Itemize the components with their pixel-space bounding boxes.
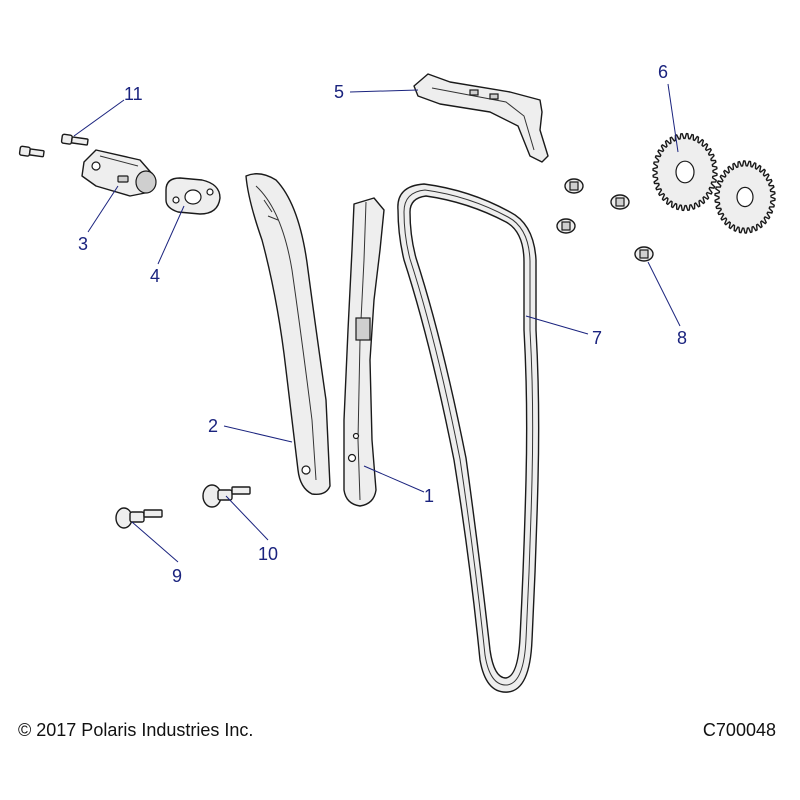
drawing-number: C700048 bbox=[702, 720, 776, 740]
callout-11: 11 bbox=[124, 84, 143, 104]
leader-lines bbox=[73, 83, 681, 563]
sprocket-hub bbox=[675, 160, 695, 184]
part-10-bolt bbox=[202, 484, 251, 508]
part-6-sprockets bbox=[652, 132, 776, 234]
callout-8: 8 bbox=[677, 328, 687, 348]
copyright-notice: © 2017 Polaris Industries Inc. bbox=[18, 720, 254, 740]
callout-2: 2 bbox=[208, 416, 218, 436]
callout-9: 9 bbox=[172, 566, 182, 586]
part-1-chain-guide bbox=[343, 197, 385, 507]
part-2-tensioner-guide bbox=[245, 173, 331, 496]
part-9-bolt bbox=[115, 507, 163, 529]
part-3-tensioner bbox=[81, 149, 157, 197]
part-8-bolts bbox=[556, 178, 654, 262]
callout-5: 5 bbox=[334, 82, 344, 102]
part-11-bolts bbox=[18, 133, 89, 158]
callout-10: 10 bbox=[258, 544, 278, 564]
sprocket-hub bbox=[736, 186, 754, 208]
part-4-gasket bbox=[165, 177, 221, 215]
callout-1: 1 bbox=[424, 486, 434, 506]
callout-3: 3 bbox=[78, 234, 88, 254]
callout-labels: 1 2 3 4 5 6 7 8 9 10 11 bbox=[78, 62, 687, 586]
callout-6: 6 bbox=[658, 62, 668, 82]
callout-4: 4 bbox=[150, 266, 160, 286]
callout-7: 7 bbox=[592, 328, 602, 348]
part-7-timing-chain bbox=[397, 183, 540, 693]
part-5-upper-guide bbox=[413, 73, 549, 163]
